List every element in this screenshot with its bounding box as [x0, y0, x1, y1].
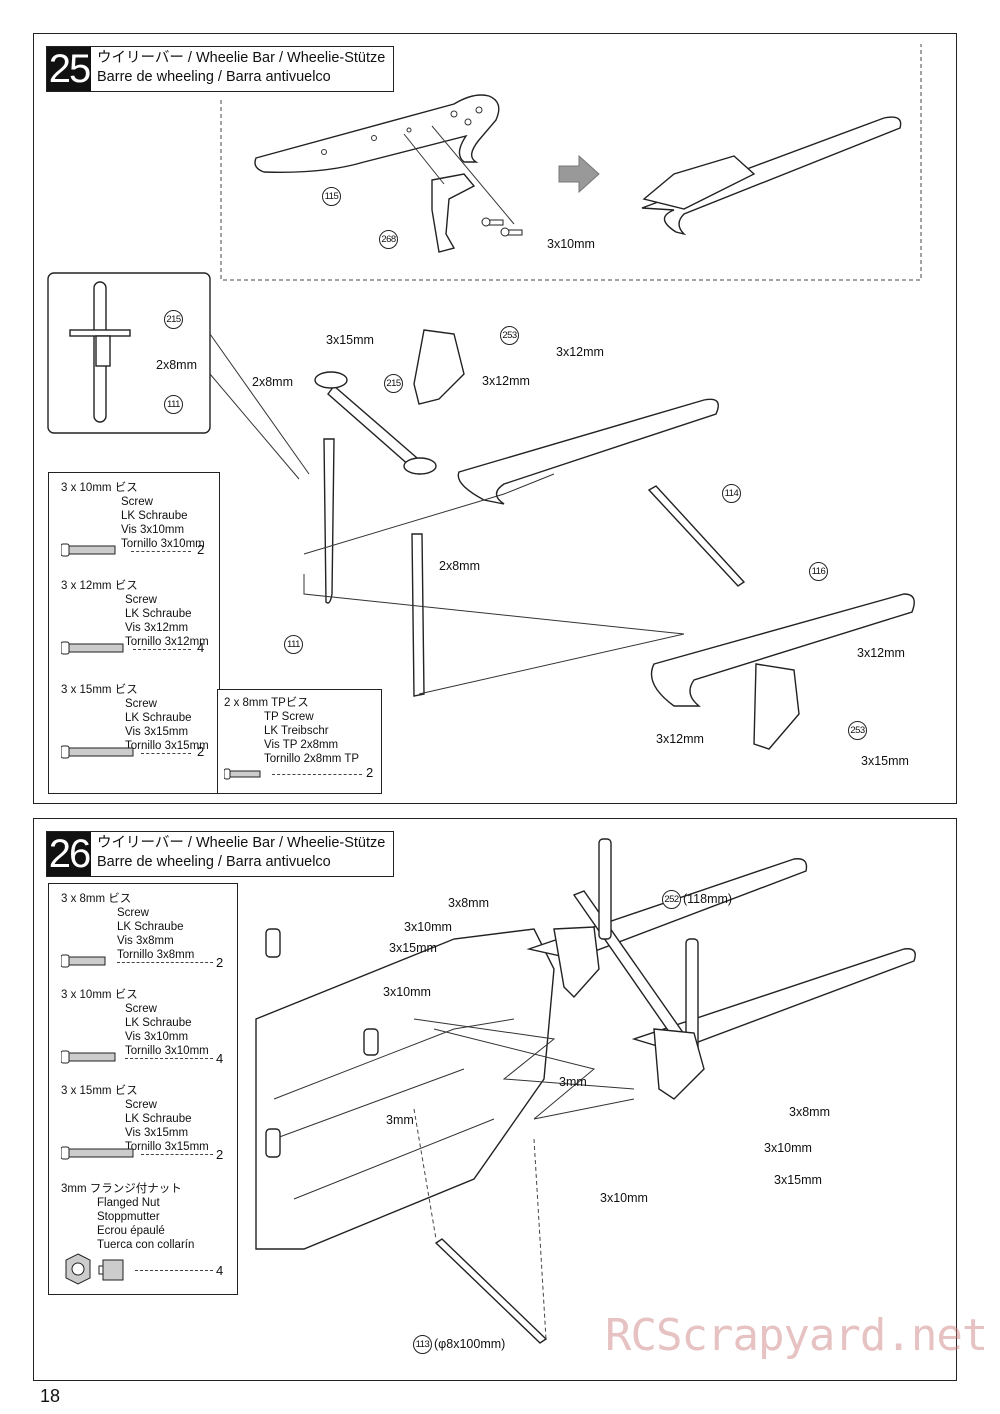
- quantity: 4: [216, 1051, 224, 1066]
- step-number: 25: [47, 47, 91, 91]
- step-title-line1: ウイリーバー / Wheelie Bar / Wheelie-Stütze: [97, 835, 386, 851]
- quantity: 2: [216, 1147, 224, 1162]
- screw-label: 3x15mm: [326, 333, 374, 347]
- step-title-line2: Barre de wheeling / Barra antivuelco: [97, 854, 331, 870]
- screw-icon: [61, 954, 106, 968]
- page-number: 18: [40, 1386, 61, 1406]
- frame-assembled: [641, 116, 902, 236]
- screw-icon: [61, 641, 124, 655]
- tp-screw-legend: 2 x 8mm TPビス TP Screw LK Treibschr Vis T…: [217, 689, 382, 794]
- legend-item: 3 x 15mm ビス Screw LK Schraube Vis 3x15mm…: [61, 684, 209, 759]
- frame-115: [254, 94, 500, 173]
- legend-item: 3 x 10mm ビス Screw LK Schraube Vis 3x10mm…: [61, 989, 224, 1066]
- quantity: 2: [197, 542, 205, 557]
- step-25-panel: 25 ウイリーバー / Wheelie Bar / Wheelie-Stütze…: [33, 33, 957, 804]
- screw-label: 3x12mm: [556, 345, 604, 359]
- part-number-215: 215: [384, 374, 403, 393]
- screw-icon: [61, 1146, 134, 1160]
- screw-label: 3x10mm: [547, 237, 595, 251]
- part-number-116: 116: [809, 562, 828, 581]
- bracket-268: [431, 173, 476, 253]
- screw-icon: [481, 217, 504, 227]
- chassis: [255, 928, 555, 1250]
- step-26-header: 26 ウイリーバー / Wheelie Bar / Wheelie-Stütze…: [46, 831, 395, 877]
- screw-icon: [61, 745, 134, 759]
- screw-icon: [61, 1050, 116, 1064]
- tp-screw-icon: [224, 768, 261, 780]
- legend-item: 3 x 10mm ビス Screw LK Schraube Vis 3x10mm…: [61, 482, 205, 557]
- legend-item: 2 x 8mm TPビス TP Screw LK Treibschr Vis T…: [224, 697, 374, 780]
- screw-label: 3x8mm: [448, 896, 489, 910]
- legend-item: 3mm フランジ付ナット Flanged Nut Stoppmutter Ecr…: [61, 1182, 231, 1288]
- screw-label: 3x12mm: [656, 732, 704, 746]
- part-number-113: 113: [413, 1335, 432, 1354]
- quantity: 2: [197, 744, 205, 759]
- screw-label-detail: 2x8mm: [156, 358, 197, 372]
- screw-label: 3x12mm: [482, 374, 530, 388]
- step-25-header: 25 ウイリーバー / Wheelie Bar / Wheelie-Stütze…: [46, 46, 395, 92]
- part-number-252: 252: [662, 890, 681, 909]
- screw-label: 3x8mm: [789, 1105, 830, 1119]
- screw-label: 3x15mm: [774, 1173, 822, 1187]
- part-number-114: 114: [722, 484, 741, 503]
- part-number-215-detail: 215: [164, 310, 183, 329]
- screw-label: 3x10mm: [383, 985, 431, 999]
- legend-item: 3 x 12mm ビス Screw LK Schraube Vis 3x12mm…: [61, 580, 209, 655]
- step-26-illustration: [255, 838, 916, 1344]
- step-title-line1: ウイリーバー / Wheelie Bar / Wheelie-Stütze: [97, 50, 386, 66]
- screw-label: 2x8mm: [252, 375, 293, 389]
- flanged-nut-icon: [65, 1253, 124, 1285]
- part-number-268: 268: [379, 230, 398, 249]
- hardware-legend: 3 x 8mm ビス Screw LK Schraube Vis 3x8mm T…: [48, 883, 238, 1295]
- legend-item: 3 x 15mm ビス Screw LK Schraube Vis 3x15mm…: [61, 1085, 224, 1162]
- watermark: RCScrapyard.net: [605, 1310, 988, 1361]
- screw-icon: [500, 227, 523, 237]
- quantity: 4: [216, 1263, 224, 1278]
- part-length: (118mm): [683, 892, 733, 906]
- step-title: ウイリーバー / Wheelie Bar / Wheelie-Stütze Ba…: [91, 47, 393, 91]
- part-number-253: 253: [848, 721, 867, 740]
- quantity: 2: [366, 765, 374, 780]
- screw-label: 2x8mm: [439, 559, 480, 573]
- screw-label: 3x15mm: [861, 754, 909, 768]
- screw-label: 3x10mm: [600, 1191, 648, 1205]
- step-title: ウイリーバー / Wheelie Bar / Wheelie-Stütze Ba…: [91, 832, 393, 876]
- step-title-line2: Barre de wheeling / Barra antivuelco: [97, 69, 331, 85]
- hardware-legend: 3 x 10mm ビス Screw LK Schraube Vis 3x10mm…: [48, 472, 220, 794]
- part-number-111: 111: [284, 635, 303, 654]
- screw-label: 3x12mm: [857, 646, 905, 660]
- part-number-111-detail: 111: [164, 395, 183, 414]
- step-26-panel: 26 ウイリーバー / Wheelie Bar / Wheelie-Stütze…: [33, 818, 957, 1381]
- step-25-screws: [481, 217, 523, 237]
- nut-label: 3mm: [386, 1113, 414, 1127]
- nut-label: 3mm: [559, 1075, 587, 1089]
- step-25-illustration: [47, 44, 922, 750]
- part-length: (φ8x100mm): [434, 1337, 506, 1351]
- legend-item: 3 x 8mm ビス Screw LK Schraube Vis 3x8mm T…: [61, 893, 224, 970]
- part-number-115: 115: [322, 187, 341, 206]
- part-number-253: 253: [500, 326, 519, 345]
- screw-label: 3x15mm: [389, 941, 437, 955]
- screw-label: 3x10mm: [764, 1141, 812, 1155]
- screw-icon: [61, 543, 116, 557]
- step-number: 26: [47, 832, 91, 876]
- screw-label: 3x10mm: [404, 920, 452, 934]
- quantity: 2: [216, 955, 224, 970]
- quantity: 4: [197, 640, 205, 655]
